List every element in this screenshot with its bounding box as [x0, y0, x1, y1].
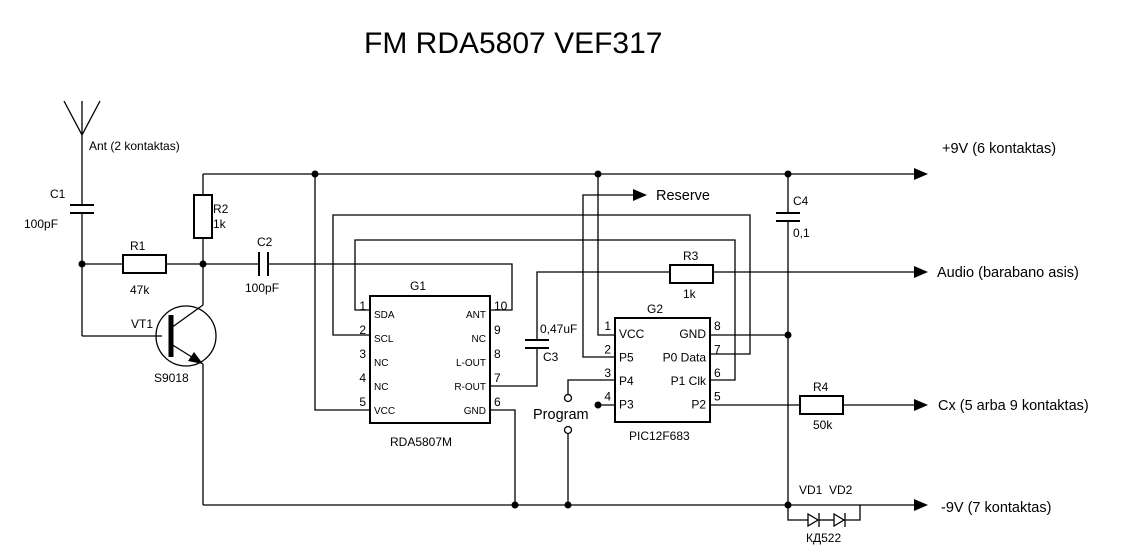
vt1-name: VT1 [131, 317, 153, 331]
reserve-arrow-icon [633, 189, 647, 201]
program-label: Program [533, 407, 589, 423]
g1-pin-1-label: SDA [374, 310, 395, 321]
junction-dots [78, 170, 792, 509]
g2-pin-5-label: P2 [691, 398, 706, 412]
g2-pin-3-number: 3 [604, 366, 611, 380]
g1-pin-7-label: R-OUT [454, 382, 486, 393]
g2-name: G2 [647, 302, 663, 316]
c3-capacitor-symbol [525, 339, 549, 349]
r4-value: 50k [813, 418, 833, 432]
plus9v-label: +9V (6 kontaktas) [942, 141, 1056, 157]
g1-pin-2-number: 2 [359, 323, 366, 337]
g2-pin-7-label: P0 Data [663, 351, 707, 365]
g1-name: G1 [410, 279, 426, 293]
g2-pin-5-number: 5 [714, 390, 721, 404]
r3-resistor-symbol [669, 264, 714, 284]
g1-pin-6-number: 6 [494, 395, 501, 409]
c2-value: 100pF [245, 281, 279, 295]
r1-value: 47k [130, 283, 150, 297]
cx-label: Cx (5 arba 9 kontaktas) [938, 398, 1089, 414]
g1-chip [369, 295, 491, 424]
g2-chip [614, 317, 711, 423]
vd2-name: VD2 [829, 483, 853, 497]
c4-name: C4 [793, 194, 809, 208]
g1-pin-10-number: 10 [494, 299, 508, 313]
c3-name: C3 [543, 350, 559, 364]
g1-pin-2-label: SCL [374, 334, 394, 345]
r2-name: R2 [213, 202, 229, 216]
diodes-part: КД522 [806, 531, 841, 545]
g2-pin-6-number: 6 [714, 366, 721, 380]
r2-value: 1k [213, 217, 227, 231]
c3-value: 0,47uF [540, 322, 577, 336]
vd1-diode-symbol [807, 512, 820, 528]
minus9v-arrow-icon [914, 499, 928, 511]
r4-resistor-symbol [799, 395, 844, 415]
g1-pin-10-label: ANT [466, 310, 486, 321]
g2-pin-2-label: P5 [619, 351, 634, 365]
g1-pin-9-label: NC [472, 334, 486, 345]
c2-capacitor-symbol [258, 252, 269, 276]
antenna-label: Ant (2 kontaktas) [89, 139, 180, 153]
g2-part: PIC12F683 [629, 429, 690, 443]
minus9v-label: -9V (7 kontaktas) [941, 500, 1051, 516]
g1-pin-7-number: 7 [494, 371, 501, 385]
g1-part: RDA5807M [390, 435, 452, 449]
reserve-label: Reserve [656, 188, 710, 204]
r2-resistor-symbol [193, 194, 213, 239]
r1-resistor-symbol [122, 254, 167, 274]
g1-pin-8-label: L-OUT [456, 358, 486, 369]
antenna-symbol [63, 100, 101, 205]
vt1-part: S9018 [154, 371, 189, 385]
c2-name: C2 [257, 235, 273, 249]
program-contact-top [563, 393, 573, 403]
cx-arrow-icon [914, 399, 928, 411]
c1-capacitor-symbol [70, 204, 94, 214]
program-contact-bottom [563, 425, 573, 435]
c4-value: 0,1 [793, 226, 810, 240]
g2-pin-1-number: 1 [604, 319, 611, 333]
g2-pin-8-label: GND [679, 327, 706, 341]
g2-pin-2-number: 2 [604, 343, 611, 357]
audio-arrow-icon [914, 266, 928, 278]
c1-value: 100pF [24, 217, 58, 231]
g2-pin-3-label: P4 [619, 374, 634, 388]
g1-pin-9-number: 9 [494, 323, 501, 337]
g1-pin-5-label: VCC [374, 406, 395, 417]
plus9v-arrow-icon [914, 168, 928, 180]
g2-pin-8-number: 8 [714, 319, 721, 333]
g1-pin-6-label: GND [464, 406, 486, 417]
g2-pin-4-number: 4 [604, 390, 611, 404]
g2-pin-7-number: 7 [714, 343, 721, 357]
g1-pin-3-label: NC [374, 358, 388, 369]
page-title: FM RDA5807 VEF317 [364, 27, 662, 60]
g1-pin-4-label: NC [374, 382, 388, 393]
vd2-diode-symbol [833, 512, 846, 528]
g2-pin-6-label: P1 Clk [671, 374, 707, 388]
g1-pin-3-number: 3 [359, 347, 366, 361]
c4-capacitor-symbol [776, 212, 800, 222]
g1-pin-5-number: 5 [359, 395, 366, 409]
c1-name: C1 [50, 187, 66, 201]
g1-pins: 1SDA2SCL3NC4NC5VCC10ANT9NC8L-OUT7R-OUT6G… [359, 299, 507, 417]
vd1-name: VD1 [799, 483, 823, 497]
r3-name: R3 [683, 249, 699, 263]
g1-pin-1-number: 1 [359, 299, 366, 313]
g1-pin-4-number: 4 [359, 371, 366, 385]
vt1-transistor-symbol [155, 304, 217, 367]
r3-value: 1k [683, 287, 697, 301]
g1-pin-8-number: 8 [494, 347, 501, 361]
r4-name: R4 [813, 380, 829, 394]
audio-label: Audio (barabano asis) [937, 265, 1079, 281]
g2-pin-4-label: P3 [619, 398, 634, 412]
g2-pin-1-label: VCC [619, 327, 645, 341]
r1-name: R1 [130, 239, 146, 253]
